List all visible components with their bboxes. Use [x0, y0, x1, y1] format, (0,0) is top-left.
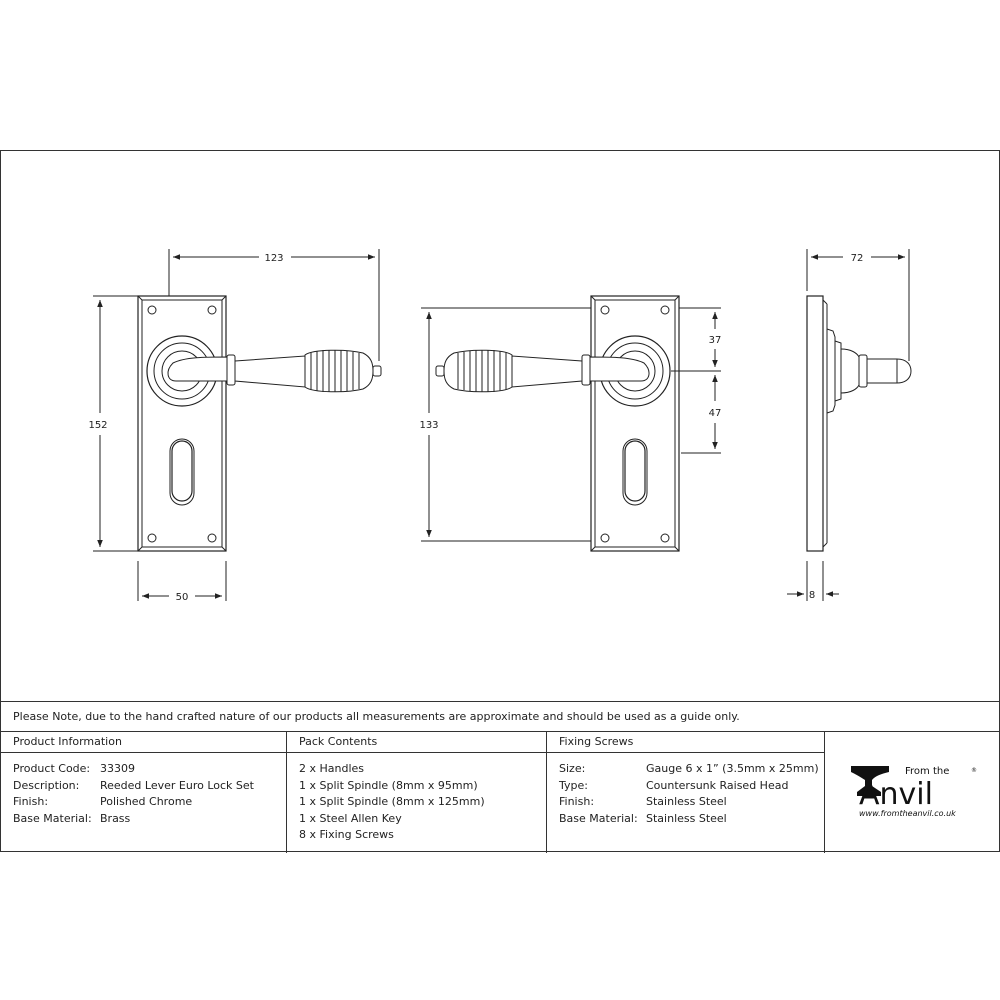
mirrored-view: [435, 295, 680, 552]
dim-label-133: 133: [419, 420, 438, 431]
technical-drawing: 123 152 50: [88, 249, 912, 603]
dim-label-50: 50: [176, 592, 189, 603]
product-row-key: Finish:: [13, 795, 49, 809]
dim-label-72: 72: [851, 253, 864, 264]
product-information-heading: Product Information: [1, 732, 286, 753]
logo-url: www.fromtheanvil.co.uk: [859, 809, 956, 818]
screw-row: Size: Gauge 6 x 1” (3.5mm x 25mm): [559, 761, 824, 778]
product-row: Base Material: Brass: [13, 811, 286, 828]
side-view: [806, 295, 912, 552]
pack-item: 1 x Steel Allen Key: [299, 811, 402, 825]
product-row-value: 33309: [100, 762, 135, 775]
logo-registered: ®: [971, 767, 977, 774]
front-view: [137, 295, 382, 552]
product-row-key: Product Code:: [13, 762, 91, 775]
product-row: Description: Reeded Lever Euro Lock Set: [13, 778, 286, 795]
dim-72: [806, 249, 910, 361]
screw-row-key: Size:: [559, 762, 586, 775]
screw-row: Type: Countersunk Raised Head: [559, 778, 824, 795]
screw-row-value: Countersunk Raised Head: [646, 778, 789, 792]
drawing-sheet: 123 152 50: [0, 150, 1000, 853]
fixing-screws-column: Fixing Screws Size: Gauge 6 x 1” (3.5mm x…: [547, 732, 825, 853]
product-row-value: Brass: [100, 811, 131, 825]
pack-item: 1 x Split Spindle (8mm x 125mm): [299, 795, 485, 809]
dim-133: [421, 307, 591, 542]
product-row: Finish: Polished Chrome: [13, 794, 286, 811]
dim-label-47: 47: [709, 408, 722, 419]
info-table: Product Information Product Code: 33309 D…: [1, 731, 999, 853]
screw-row-value: Stainless Steel: [646, 811, 727, 825]
anvil-icon: [851, 766, 889, 796]
product-row-value: Reeded Lever Euro Lock Set: [100, 778, 254, 792]
screw-row-value: Gauge 6 x 1” (3.5mm x 25mm): [646, 762, 819, 775]
product-row: Product Code: 33309: [13, 761, 286, 778]
screw-row: Finish: Stainless Steel: [559, 794, 824, 811]
dim-152: [93, 295, 138, 552]
fixing-screws-heading: Fixing Screws: [547, 732, 824, 753]
logo-column: From the Anvil ® www.fromtheanvil.co.uk: [825, 732, 999, 853]
pack-item: 2 x Handles: [299, 762, 365, 775]
dim-8: [787, 561, 839, 601]
product-row-key: Description:: [13, 778, 80, 792]
screw-row-key: Finish:: [559, 795, 595, 809]
logo-from-the: From the: [905, 766, 949, 777]
anvil-logo: From the Anvil ® www.fromtheanvil.co.uk: [851, 766, 977, 818]
pack-contents-heading: Pack Contents: [287, 732, 546, 753]
screw-row-value: Stainless Steel: [646, 795, 727, 809]
pack-item: 1 x Split Spindle (8mm x 95mm): [299, 778, 478, 792]
screw-row-key: Base Material:: [559, 811, 638, 825]
dim-123: [168, 249, 380, 361]
screw-row: Base Material: Stainless Steel: [559, 811, 824, 828]
product-information-column: Product Information Product Code: 33309 D…: [1, 732, 287, 853]
screw-row-key: Type:: [559, 778, 588, 792]
disclaimer-note: Please Note, due to the hand crafted nat…: [1, 701, 999, 731]
logo-brand: Anvil: [859, 777, 933, 812]
dim-label-37: 37: [709, 335, 722, 346]
product-row-key: Base Material:: [13, 811, 92, 825]
dim-label-152: 152: [88, 420, 107, 431]
product-row-value: Polished Chrome: [100, 795, 193, 809]
dim-label-8: 8: [809, 590, 815, 601]
pack-item: 8 x Fixing Screws: [299, 828, 394, 842]
dim-50: [137, 561, 227, 601]
dim-37-47: [671, 307, 721, 454]
dim-label-123: 123: [264, 253, 283, 264]
pack-contents-column: Pack Contents 2 x Handles 1 x Split Spin…: [287, 732, 547, 853]
